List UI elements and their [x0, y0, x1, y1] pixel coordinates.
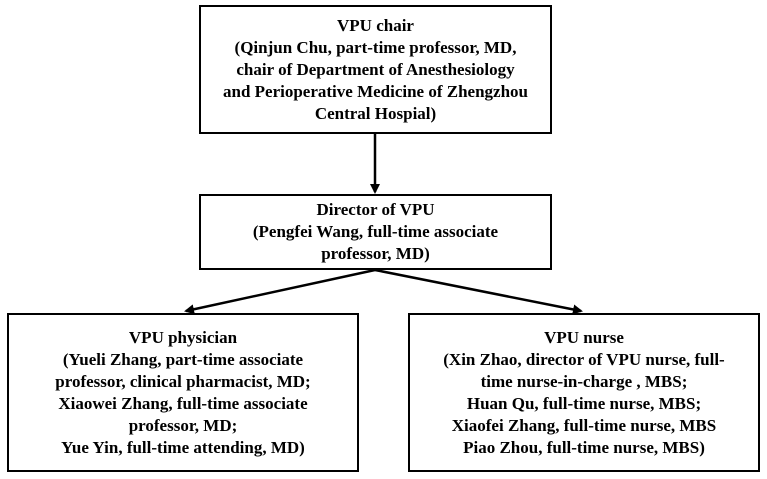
- vpu-chair-box: VPU chair (Qinjun Chu, part-time profess…: [199, 5, 552, 134]
- nurse-detail-line: Huan Qu, full-time nurse, MBS;: [466, 393, 702, 413]
- physician-detail-line: Yue Yin, full-time attending, MD): [61, 437, 305, 457]
- physician-detail-line: professor, clinical pharmacist, MD;: [55, 371, 311, 391]
- vpu-chair-title: VPU chair: [337, 15, 414, 35]
- vpu-physician-box: VPU physician (Yueli Zhang, part-time as…: [7, 313, 359, 472]
- director-of-vpu-box: Director of VPU (Pengfei Wang, full-time…: [199, 194, 552, 270]
- physician-title: VPU physician: [128, 327, 238, 347]
- vpu-chair-detail-line: and Perioperative Medicine of Zhengzhou: [222, 81, 529, 101]
- vpu-chair-detail-line: chair of Department of Anesthesiology: [236, 59, 515, 79]
- director-detail-line: (Pengfei Wang, full-time associate: [252, 222, 499, 241]
- physician-detail-line: professor, MD;: [128, 415, 238, 435]
- nurse-title: VPU nurse: [544, 327, 624, 347]
- vpu-chair-detail-line: Central Hospial): [314, 103, 437, 123]
- vpu-nurse-box: VPU nurse (Xin Zhao, director of VPU nur…: [408, 313, 760, 472]
- director-detail-line: professor, MD): [321, 244, 430, 263]
- arrow-director-to-physician: [184, 268, 376, 315]
- nurse-detail-line: (Xin Zhao, director of VPU nurse, full-: [443, 349, 725, 369]
- physician-detail-line: Xiaowei Zhang, full-time associate: [58, 393, 308, 413]
- director-title: Director of VPU: [316, 200, 435, 219]
- nurse-detail-line: Piao Zhou, full-time nurse, MBS): [463, 437, 705, 457]
- nurse-detail-line: time nurse-in-charge , MBS;: [480, 371, 688, 391]
- nurse-detail-line: Xiaofei Zhang, full-time nurse, MBS: [451, 415, 717, 435]
- physician-detail-line: (Yueli Zhang, part-time associate: [62, 349, 304, 369]
- vpu-chair-detail-line: (Qinjun Chu, part-time professor, MD,: [234, 37, 517, 57]
- arrow-director-to-nurse: [374, 268, 583, 315]
